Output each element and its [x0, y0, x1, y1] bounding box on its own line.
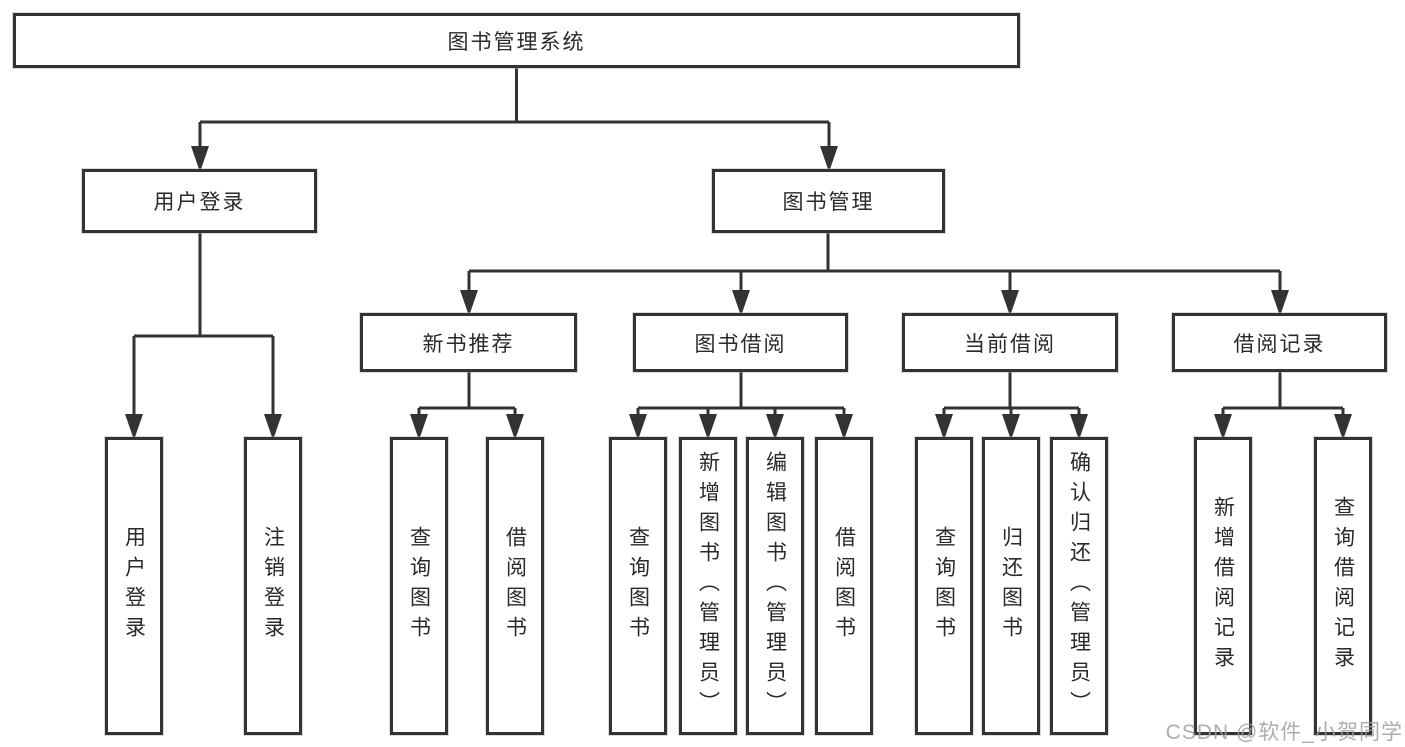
node-label: 当前借阅 [964, 332, 1056, 356]
leaf-borrow-books: 借阅图书 [815, 437, 873, 735]
node-label: 借阅记录 [1233, 332, 1326, 356]
leaf-confirm-return-admin: 确认归还（管理员） [1050, 437, 1108, 735]
node-label: 新书推荐 [422, 332, 515, 356]
node-book-management: 图书管理 [712, 169, 945, 233]
leaf-label: 查询图书 [932, 526, 956, 646]
leaf-label: 确认归还（管理员） [1067, 451, 1091, 721]
leaf-label: 注销登录 [261, 526, 285, 646]
leaf-add-borrow-record: 新增借阅记录 [1194, 437, 1252, 735]
node-label: 图书借阅 [694, 332, 787, 356]
leaf-label: 借阅图书 [832, 526, 856, 646]
node-label: 图书管理 [782, 191, 875, 214]
leaf-label: 借阅图书 [503, 526, 527, 646]
node-borrowing-records: 借阅记录 [1172, 313, 1387, 372]
node-current-borrowing: 当前借阅 [902, 313, 1118, 372]
leaf-add-books-admin: 新增图书（管理员） [679, 437, 737, 735]
node-user-login: 用户登录 [82, 169, 317, 233]
leaf-label: 查询图书 [407, 526, 431, 646]
node-library-management-system: 图书管理系统 [13, 13, 1020, 68]
connector-strokes [132, 68, 1345, 434]
leaf-edit-books-admin: 编辑图书（管理员） [746, 437, 804, 735]
leaf-return-books: 归还图书 [982, 437, 1040, 735]
node-book-borrowing: 图书借阅 [633, 313, 848, 372]
node-label: 用户登录 [153, 191, 246, 214]
csdn-watermark: CSDN @软件_小贺同学 [1165, 721, 1403, 744]
leaf-label: 用户登录 [122, 526, 146, 646]
node-new-book-recommendation: 新书推荐 [360, 313, 577, 372]
leaf-query-borrow-record: 查询借阅记录 [1314, 437, 1372, 735]
leaf-logout: 注销登录 [244, 437, 302, 735]
leaf-user-login: 用户登录 [105, 437, 163, 735]
leaf-label: 编辑图书（管理员） [763, 451, 787, 721]
leaf-borrow-books-recommend: 借阅图书 [486, 437, 544, 735]
node-label: 图书管理系统 [447, 30, 586, 54]
leaf-label: 新增借阅记录 [1211, 496, 1235, 676]
leaf-label: 查询图书 [626, 526, 650, 646]
leaf-label: 归还图书 [999, 526, 1023, 646]
leaf-query-books-recommend: 查询图书 [390, 437, 448, 735]
leaf-query-books-borrow: 查询图书 [609, 437, 667, 735]
leaf-query-books-current: 查询图书 [915, 437, 973, 735]
leaf-label: 查询借阅记录 [1331, 496, 1355, 676]
leaf-label: 新增图书（管理员） [696, 451, 720, 721]
